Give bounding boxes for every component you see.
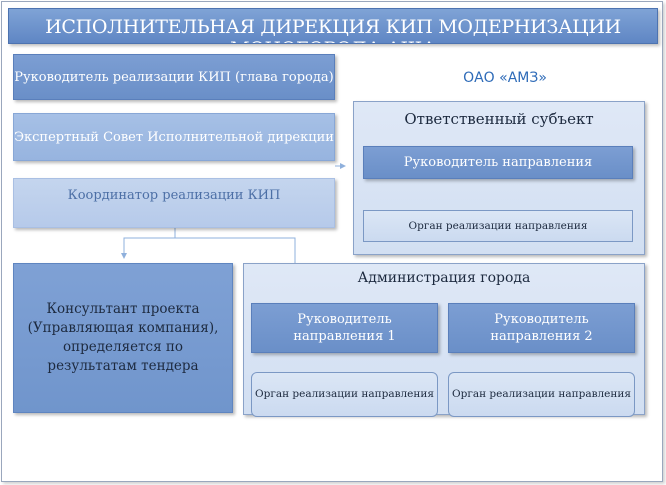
implementation-head-box: Руководитель реализации КИП (глава город… — [13, 54, 335, 100]
direction-head-2-label: Руководитель направления 2 — [490, 312, 593, 344]
direction-body-1-label: Орган реализации направления — [254, 388, 435, 400]
implementation-head-label: Руководитель реализации КИП (глава город… — [14, 69, 334, 85]
direction-body-2-box: Орган реализации направления — [448, 372, 635, 417]
consultant-label: Консультант проекта (Управляющая компани… — [27, 301, 219, 374]
direction-head-1-label: Руководитель направления 1 — [293, 312, 396, 344]
city-administration-title: Администрация города — [357, 270, 531, 286]
direction-head-1-box: Руководитель направления 1 — [251, 303, 438, 353]
responsible-subject-title: Ответственный субъект — [404, 110, 594, 128]
diagram-title: ИСПОЛНИТЕЛЬНАЯ ДИРЕКЦИЯ КИП МОДЕРНИЗАЦИИ… — [45, 16, 621, 43]
company-direction-body-label: Орган реализации направления — [408, 219, 588, 232]
company-direction-body-box: Орган реализации направления — [363, 210, 633, 242]
coordinator-label: Координатор реализации КИП — [67, 188, 281, 203]
expert-council-label: Экспертный Совет Исполнительной дирекции — [14, 129, 334, 145]
expert-council-box: Экспертный Совет Исполнительной дирекции — [13, 113, 335, 161]
direction-body-1-box: Орган реализации направления — [251, 372, 438, 417]
direction-body-2-label: Орган реализации направления — [451, 388, 632, 400]
title-banner: ИСПОЛНИТЕЛЬНАЯ ДИРЕКЦИЯ КИП МОДЕРНИЗАЦИИ… — [8, 8, 658, 44]
consultant-box: Консультант проекта (Управляющая компани… — [13, 263, 233, 413]
company-name: ОАО «АМЗ» — [463, 70, 547, 86]
company-direction-head-label: Руководитель направления — [403, 155, 593, 170]
direction-head-2-box: Руководитель направления 2 — [448, 303, 635, 353]
company-direction-head-box: Руководитель направления — [363, 146, 633, 179]
coordinator-box: Координатор реализации КИП — [13, 178, 335, 228]
